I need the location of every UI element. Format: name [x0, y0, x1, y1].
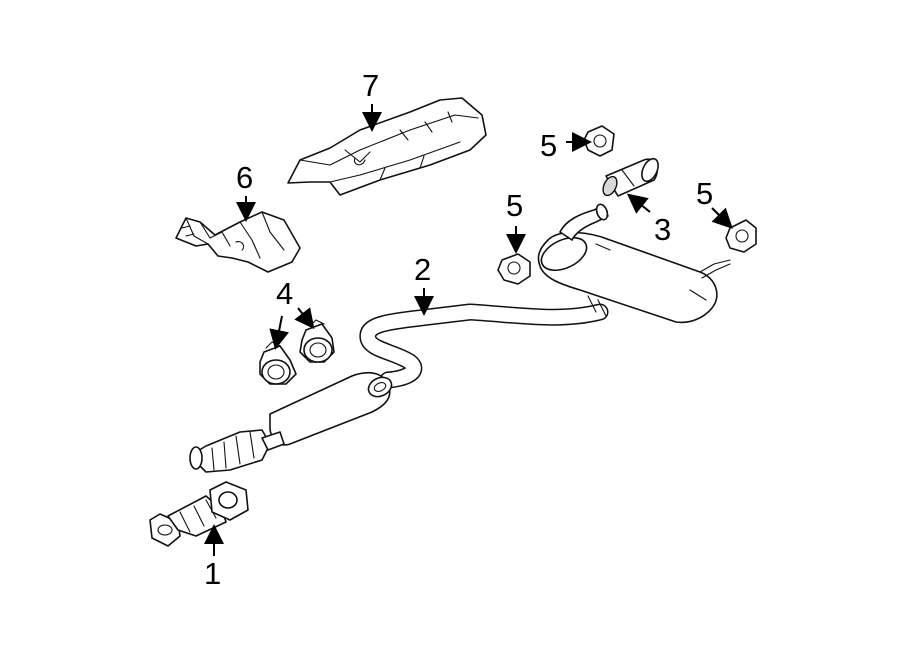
leader-lines: [204, 104, 733, 556]
clamp-left: [259, 341, 297, 385]
exhaust-manifold-pipe-flange: [149, 481, 249, 547]
leader-4-right: [294, 307, 315, 330]
leader-5-right: [711, 207, 733, 229]
leader-4-left: [269, 315, 289, 350]
callout-2: 2: [414, 252, 431, 287]
callout-5-right: 5: [696, 176, 713, 211]
heat-shield-underbody: [287, 97, 487, 196]
callout-7: 7: [362, 68, 379, 103]
callout-5-top: 5: [540, 128, 557, 163]
tail-pipe-tip: [602, 157, 659, 197]
callout-numbers: 7 6 2 4 5 5 5 3 1: [204, 68, 713, 591]
exhaust-pipe-muffler-assembly: [189, 203, 731, 473]
leader-3: [626, 193, 651, 214]
hanger-top: [583, 125, 615, 157]
heat-shield-converter: [175, 211, 301, 273]
hanger-right: [725, 219, 757, 253]
callout-3: 3: [654, 212, 671, 247]
callout-4: 4: [276, 276, 293, 311]
callout-5-middle: 5: [506, 188, 523, 223]
callout-6: 6: [236, 160, 253, 195]
clamp-right: [299, 319, 335, 363]
hanger-middle: [497, 253, 531, 285]
callout-1: 1: [204, 556, 221, 591]
